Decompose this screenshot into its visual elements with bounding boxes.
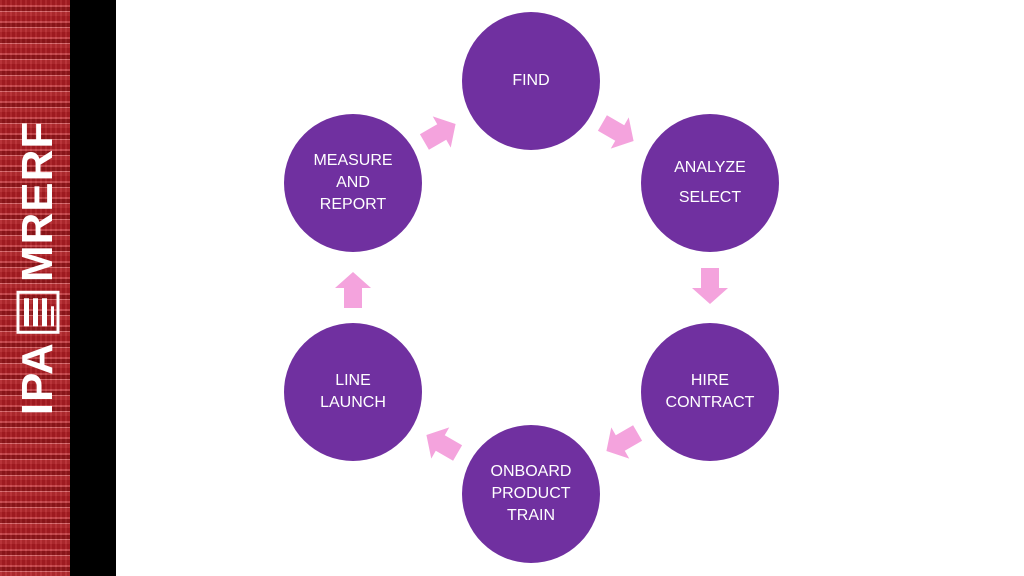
node-label-line: TRAIN: [507, 507, 555, 524]
node-label-line: ONBOARD: [490, 463, 572, 480]
sidebar-black-bar: [70, 0, 116, 576]
block-arrow-icon-hire-to-onboard: [595, 415, 650, 470]
node-label-line: LINE: [335, 372, 371, 389]
sidebar-stripe-panel: IPA MRERF: [0, 0, 70, 576]
cycle-node-line-launch: LINE LAUNCH: [284, 323, 422, 461]
node-label-line: HIRE: [690, 372, 730, 389]
block-arrow-icon-measure-to-find: [413, 106, 468, 161]
node-label-line: MEASURE: [313, 152, 393, 169]
block-arrow-icon-line-to-measure: [333, 270, 373, 310]
node-label-line: LAUNCH: [320, 394, 386, 411]
logo-text-ipa: IPA: [13, 342, 62, 416]
node-label-line: SELECT: [678, 189, 742, 206]
stacked-bars-emblem-icon: [16, 290, 60, 334]
block-arrow-icon-find-to-analyze: [591, 105, 646, 160]
node-label-line: FIND: [512, 72, 550, 89]
cycle-node-hire-contract: HIRE CONTRACT: [641, 323, 779, 461]
cycle-node-analyze-select: ANALYZE SELECT: [641, 114, 779, 252]
node-label-line: PRODUCT: [491, 485, 571, 502]
brand-logo: IPA MRERF: [13, 121, 63, 416]
node-label-line: REPORT: [319, 196, 387, 213]
block-arrow-icon-onboard-to-line: [415, 417, 470, 472]
node-label-line: AND: [336, 174, 370, 191]
cycle-node-find: FIND: [462, 12, 600, 150]
block-arrow-icon-analyze-to-hire: [690, 266, 730, 306]
node-label-line: CONTRACT: [665, 394, 755, 411]
cycle-node-measure-and-report: MEASURE AND REPORT: [284, 114, 422, 252]
logo-text-mrerf: MRERF: [13, 120, 62, 283]
cycle-node-onboard-product-train: ONBOARD PRODUCT TRAIN: [462, 425, 600, 563]
node-label-line: ANALYZE: [674, 159, 746, 176]
